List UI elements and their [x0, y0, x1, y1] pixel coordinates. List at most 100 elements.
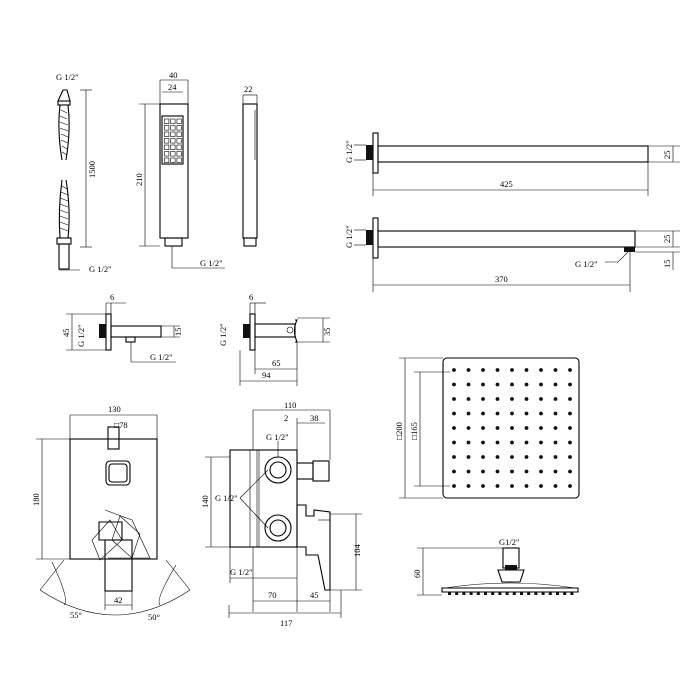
nozzle-dot	[553, 397, 558, 401]
mixer-width: 110	[284, 400, 296, 410]
hose-thread-top: G 1/2"	[56, 72, 79, 82]
nozzle-dot	[568, 484, 572, 488]
nozzle-dot	[524, 397, 529, 401]
hand-nozzle	[170, 125, 176, 131]
hand-shower-inner: 24	[168, 82, 177, 92]
nozzle-dot	[452, 455, 456, 459]
nozzle-dot	[568, 382, 572, 387]
nozzle-dot	[510, 397, 514, 401]
hand-shower-height: 210	[134, 173, 144, 186]
plate-angle-left: 55°	[70, 610, 82, 620]
side-nozzle	[484, 592, 487, 595]
arm-long-thread: G 1/2"	[344, 140, 354, 163]
side-nozzle	[469, 592, 473, 595]
nozzle-dot	[539, 440, 543, 445]
side-nozzle	[534, 592, 538, 595]
nozzle-dot	[539, 484, 543, 488]
nozzle-dot	[524, 382, 529, 387]
side-nozzle	[548, 592, 552, 595]
side-nozzle	[563, 592, 567, 595]
nozzle-dot	[539, 368, 543, 372]
nozzle-dot	[524, 440, 529, 445]
hand-nozzle	[176, 151, 182, 157]
nozzle-dot	[568, 440, 572, 445]
elbow-offset: 6	[110, 292, 114, 302]
nozzle-dot	[524, 484, 529, 488]
nozzle-dot	[481, 368, 485, 372]
hand-nozzle	[164, 131, 170, 137]
hand-shower-width: 40	[169, 70, 178, 80]
rain-head-top: □200 □165	[394, 357, 580, 499]
hand-nozzle	[164, 138, 170, 144]
hand-nozzle	[170, 157, 176, 163]
side-nozzle	[476, 592, 480, 595]
nozzle-dot	[510, 469, 514, 474]
nozzle-dot	[539, 411, 543, 416]
hand-nozzle	[164, 144, 170, 150]
nozzle-dot	[553, 484, 558, 488]
nozzle-dot	[539, 382, 543, 387]
hand-shower-thread: G 1/2"	[200, 258, 223, 268]
nozzle-dot	[495, 382, 500, 387]
arm-long-length: 425	[500, 179, 513, 189]
nozzle-dot	[524, 455, 529, 459]
nozzle-dot	[495, 426, 500, 430]
nozzle-dot	[553, 411, 558, 416]
hand-nozzle	[176, 138, 182, 144]
nozzle-dot	[510, 440, 514, 445]
nozzle-dot	[553, 382, 558, 387]
mixer-offset-a: 2	[284, 413, 288, 423]
nozzle-dot	[466, 440, 471, 445]
nozzle-dot	[466, 455, 471, 459]
nozzle-dot	[466, 411, 471, 416]
nozzle-dot	[481, 382, 485, 387]
plate-angle-right: 50°	[148, 612, 160, 622]
nozzle-dot	[553, 440, 558, 445]
arm-short-length: 370	[495, 274, 508, 284]
rain-head-outer: □200	[394, 422, 404, 440]
hand-nozzle	[164, 125, 170, 131]
nozzle-dot	[568, 397, 572, 401]
side-nozzle	[498, 592, 502, 595]
nozzle-dot	[568, 426, 572, 430]
plate-height: 180	[31, 493, 41, 506]
mixer-offset-b: 38	[310, 413, 319, 423]
hand-shower-side: 22	[242, 84, 258, 247]
nozzle-dot	[510, 455, 514, 459]
nozzle-dot	[539, 397, 543, 401]
nozzle-dot	[495, 484, 500, 488]
nozzle-dot	[510, 426, 514, 430]
side-nozzle	[491, 592, 495, 595]
hand-nozzle	[176, 157, 182, 163]
mixer-depth-b: 45	[310, 590, 319, 600]
nozzle-dot	[553, 455, 558, 459]
plate-width: 130	[108, 404, 121, 414]
elbow-thread: G 1/2"	[76, 324, 86, 347]
nozzle-dot	[481, 440, 485, 445]
hand-shower-front: 40 24 210 G 1/2"	[134, 70, 225, 269]
shower-arm-long: G 1/2" 25 425	[344, 132, 680, 196]
elbow-width: 15	[173, 328, 183, 337]
nozzle-dot	[495, 411, 500, 416]
mixer-thread-top: G 1/2"	[266, 432, 289, 442]
side-nozzle	[520, 592, 523, 595]
nozzle-dot	[481, 455, 485, 459]
nozzle-dot	[481, 484, 485, 488]
holder-thread: G 1/2"	[218, 323, 228, 346]
concealed-mixer: 110 2 38 G 1/2" G 1/2" 140 G 1/2" 104 70…	[200, 400, 362, 628]
holder-total: 94	[262, 370, 271, 380]
nozzle-dot	[510, 411, 514, 416]
nozzle-dot	[481, 411, 485, 416]
nozzle-dot	[524, 411, 529, 416]
mixer-lever-height: 104	[352, 544, 362, 558]
mixer-depth-a: 70	[268, 590, 277, 600]
hand-nozzle	[176, 125, 182, 131]
shower-arm-short: G 1/2" G 1/2" 25 15 370	[344, 217, 680, 292]
arm-long-height: 25	[662, 151, 672, 160]
nozzle-dot	[466, 484, 471, 488]
holder-offset: 6	[249, 292, 253, 302]
side-nozzle	[448, 592, 451, 595]
arm-short-outlet-thread: G 1/2"	[575, 259, 598, 269]
nozzle-dot	[452, 469, 456, 474]
